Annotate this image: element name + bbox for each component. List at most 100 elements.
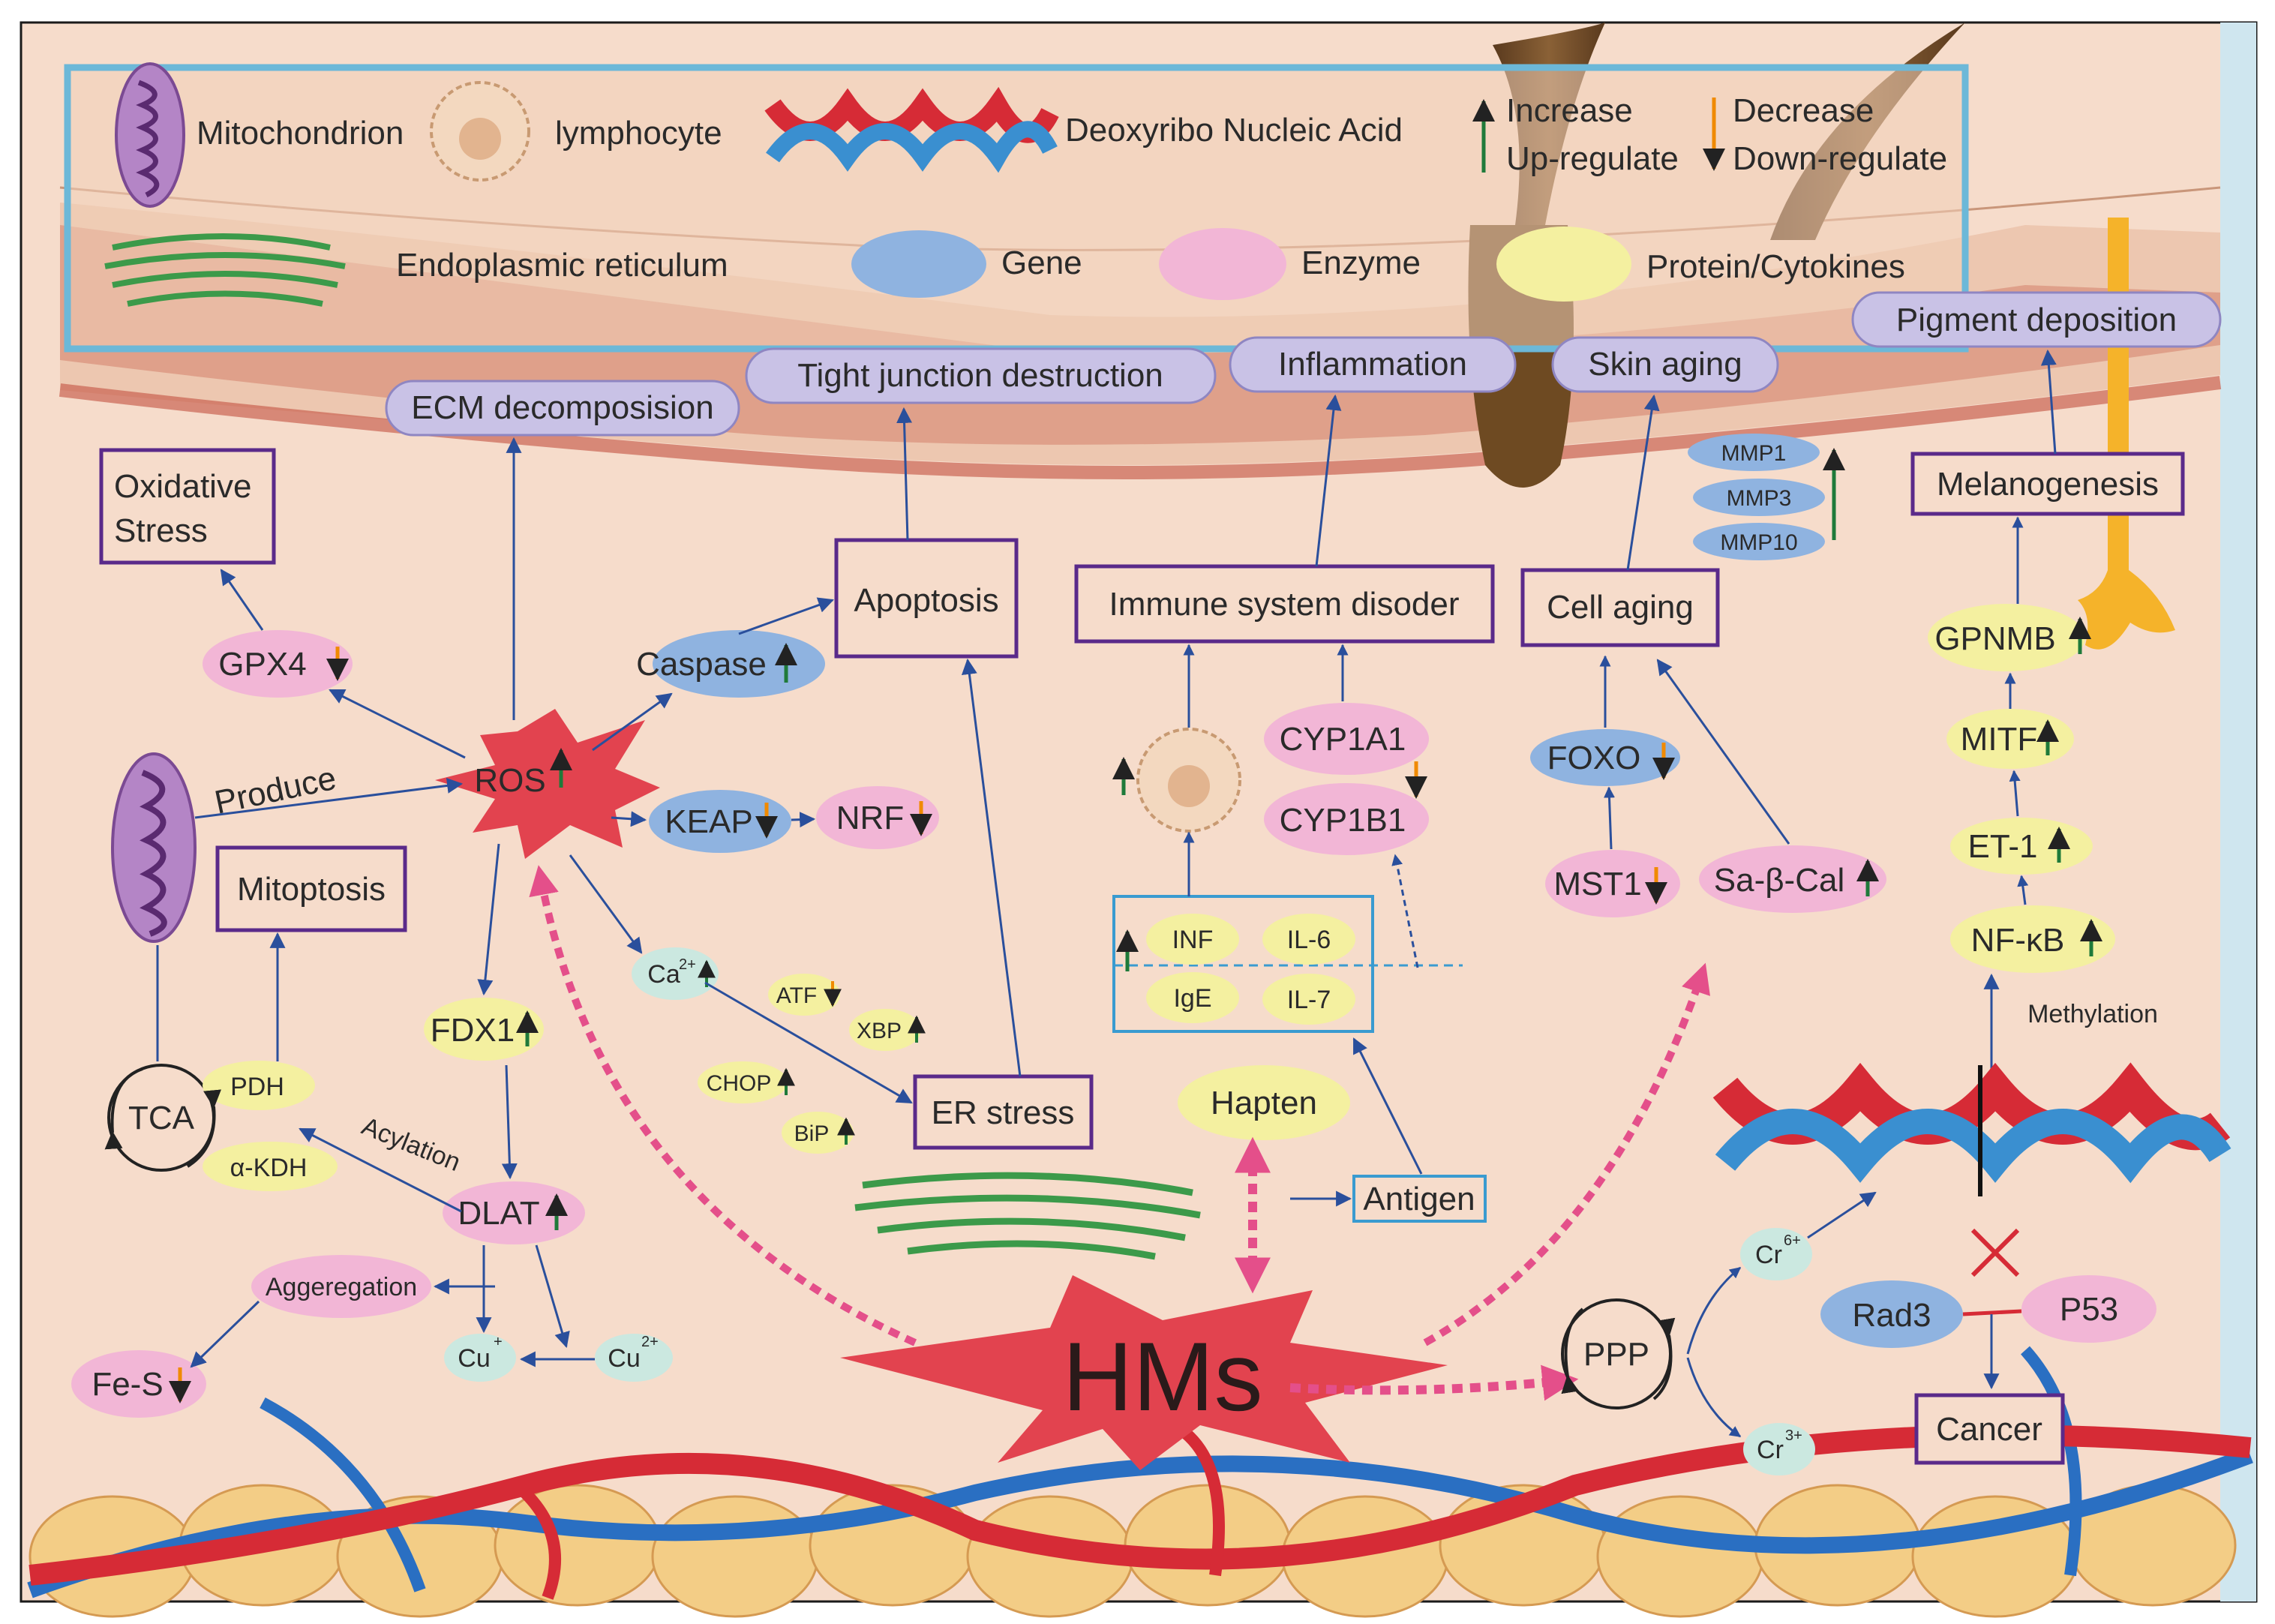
aging-links (1599, 655, 1790, 850)
mitoptosis-label: Mitoptosis (237, 871, 386, 908)
nrf-label: NRF (836, 800, 904, 836)
mitochondrion-icon (115, 62, 185, 208)
akdh-node (203, 1142, 338, 1191)
hapten-label: Hapten (1211, 1085, 1317, 1121)
mmp10-label: MMP10 (1720, 530, 1797, 555)
melanogenesis-label: Melanogenesis (1937, 466, 2159, 503)
pigment-label: Pigment deposition (1896, 302, 2177, 338)
ige-label: IgE (1173, 984, 1211, 1013)
dna-icon (1712, 1062, 2231, 1196)
cu2-node (595, 1334, 673, 1382)
cross-icon (1970, 1228, 2020, 1277)
chop-node (698, 1061, 788, 1103)
melanin-links (1983, 516, 2029, 1080)
sabcal-node (1699, 845, 1886, 913)
hms-ros-arrow (529, 865, 917, 1346)
lymphocyte-icon (430, 81, 530, 182)
methylation-label: Methylation (2027, 1000, 2158, 1028)
xbp-label: XBP (857, 1019, 902, 1043)
inhibit-line (1962, 1309, 2022, 1316)
chop-label: CHOP (707, 1071, 772, 1096)
nfkb-label: NF-κB (1971, 922, 2065, 959)
legend-up-regulate: Up-regulate (1506, 140, 1679, 177)
cr3-label: Cr (1757, 1436, 1784, 1464)
inf-node (1146, 914, 1239, 965)
gpx4-node (203, 630, 353, 698)
foxo-node (1530, 729, 1680, 786)
hms-label: HMs (1062, 1322, 1262, 1431)
chromium-links (1686, 1191, 2000, 1438)
mmp10-node (1693, 523, 1825, 560)
dlat-label: DLAT (458, 1195, 539, 1232)
gpnmb-label: GPNMB (1934, 620, 2055, 657)
cyp1b1-label: CYP1B1 (1280, 802, 1406, 839)
protein-legend-icon (1496, 227, 1631, 302)
inflammation-pill (1229, 336, 1517, 393)
inf-label: INF (1172, 926, 1214, 954)
pdh-node (203, 1061, 315, 1110)
ppp-arrow-icon (1652, 1317, 1676, 1400)
cancer-box (1914, 1393, 2065, 1465)
immune-cluster: CYP1A1 CYP1B1 INF IL-6 IgE IL-7 Hapten A… (1112, 703, 1487, 1223)
fdx1-label: FDX1 (431, 1012, 515, 1049)
mmp3-label: MMP3 (1727, 486, 1792, 511)
tca-label: TCA (128, 1100, 195, 1136)
cell-aging-label: Cell aging (1547, 589, 1694, 626)
p53-node (2021, 1275, 2156, 1343)
mmp1-node (1688, 434, 1820, 471)
cytokine-box (1112, 895, 1374, 1033)
outcomes: ECM decomposision Tight junction destruc… (385, 291, 2222, 437)
processes (99, 448, 2185, 1465)
legend-enzyme: Enzyme (1301, 245, 1421, 281)
gene-legend-icon (851, 230, 986, 298)
dna-icon (764, 86, 1059, 173)
et1-label: ET-1 (1968, 828, 2038, 865)
mitf-label: MITF (1961, 721, 2038, 758)
ecm-pill (385, 380, 740, 437)
oxidative-label-2: Stress (114, 512, 208, 549)
melanin-cluster: GPNMB MITF ET-1 NF-κB Methylation (1928, 604, 2158, 1028)
il6-node (1262, 914, 1355, 965)
atf-label: ATF (776, 983, 817, 1008)
melanogenesis-box (1910, 452, 2185, 516)
skin-aging-pill (1551, 336, 1779, 393)
mitoptosis-box (215, 845, 407, 932)
tca-arrow-icon (104, 1067, 143, 1150)
apoptosis-label: Apoptosis (854, 582, 998, 619)
nrf-node (816, 786, 939, 849)
mst1-label: MST1 (1553, 866, 1641, 902)
left-cluster: GPX4 Caspase ROS KEAP NRF Produce FDX1 C… (71, 630, 1201, 1418)
cr3-node (1743, 1423, 1815, 1475)
ca-label: Ca (647, 960, 680, 989)
antigen-label: Antigen (1363, 1181, 1475, 1217)
il7-node (1262, 974, 1355, 1025)
cu1-superscript: + (494, 1334, 503, 1350)
sabcal-label: Sa-β-Cal (1714, 862, 1844, 899)
legend-protein: Protein/Cytokines (1646, 248, 1905, 285)
inflammation-label: Inflammation (1278, 346, 1467, 383)
aggregation-label: Aggeregation (266, 1273, 417, 1301)
tca-arrow-icon (186, 1089, 222, 1168)
tight-junction-pill (745, 347, 1217, 404)
cyp1a1-label: CYP1A1 (1280, 721, 1406, 758)
mitochondrion-icon (111, 752, 197, 943)
pigment-pill (1851, 291, 2222, 348)
hms-ppp-arrow (1289, 1364, 1579, 1401)
cu1-node (444, 1334, 516, 1382)
legend-decrease: Decrease (1733, 92, 1874, 129)
foxo-label: FOXO (1547, 740, 1641, 776)
er-stress-label: ER stress (932, 1094, 1075, 1131)
cyp1a1-node (1264, 703, 1429, 775)
legend-dna: Deoxyribo Nucleic Acid (1065, 112, 1403, 149)
cr3-superscript: 3+ (1785, 1427, 1802, 1444)
cell-aging-box (1520, 568, 1720, 647)
atf-node (768, 974, 840, 1016)
ca-superscript: 2+ (679, 956, 696, 973)
ca-node (632, 947, 719, 1000)
pdh-label: PDH (230, 1073, 284, 1101)
aging-cluster: MMP1 MMP3 MMP10 FOXO MST1 Sa-β-Cal (1530, 434, 1886, 917)
fdx1-node (424, 998, 544, 1061)
legend-gene: Gene (1001, 245, 1082, 281)
left-links (156, 569, 1022, 1368)
er-icon (854, 1172, 1201, 1260)
